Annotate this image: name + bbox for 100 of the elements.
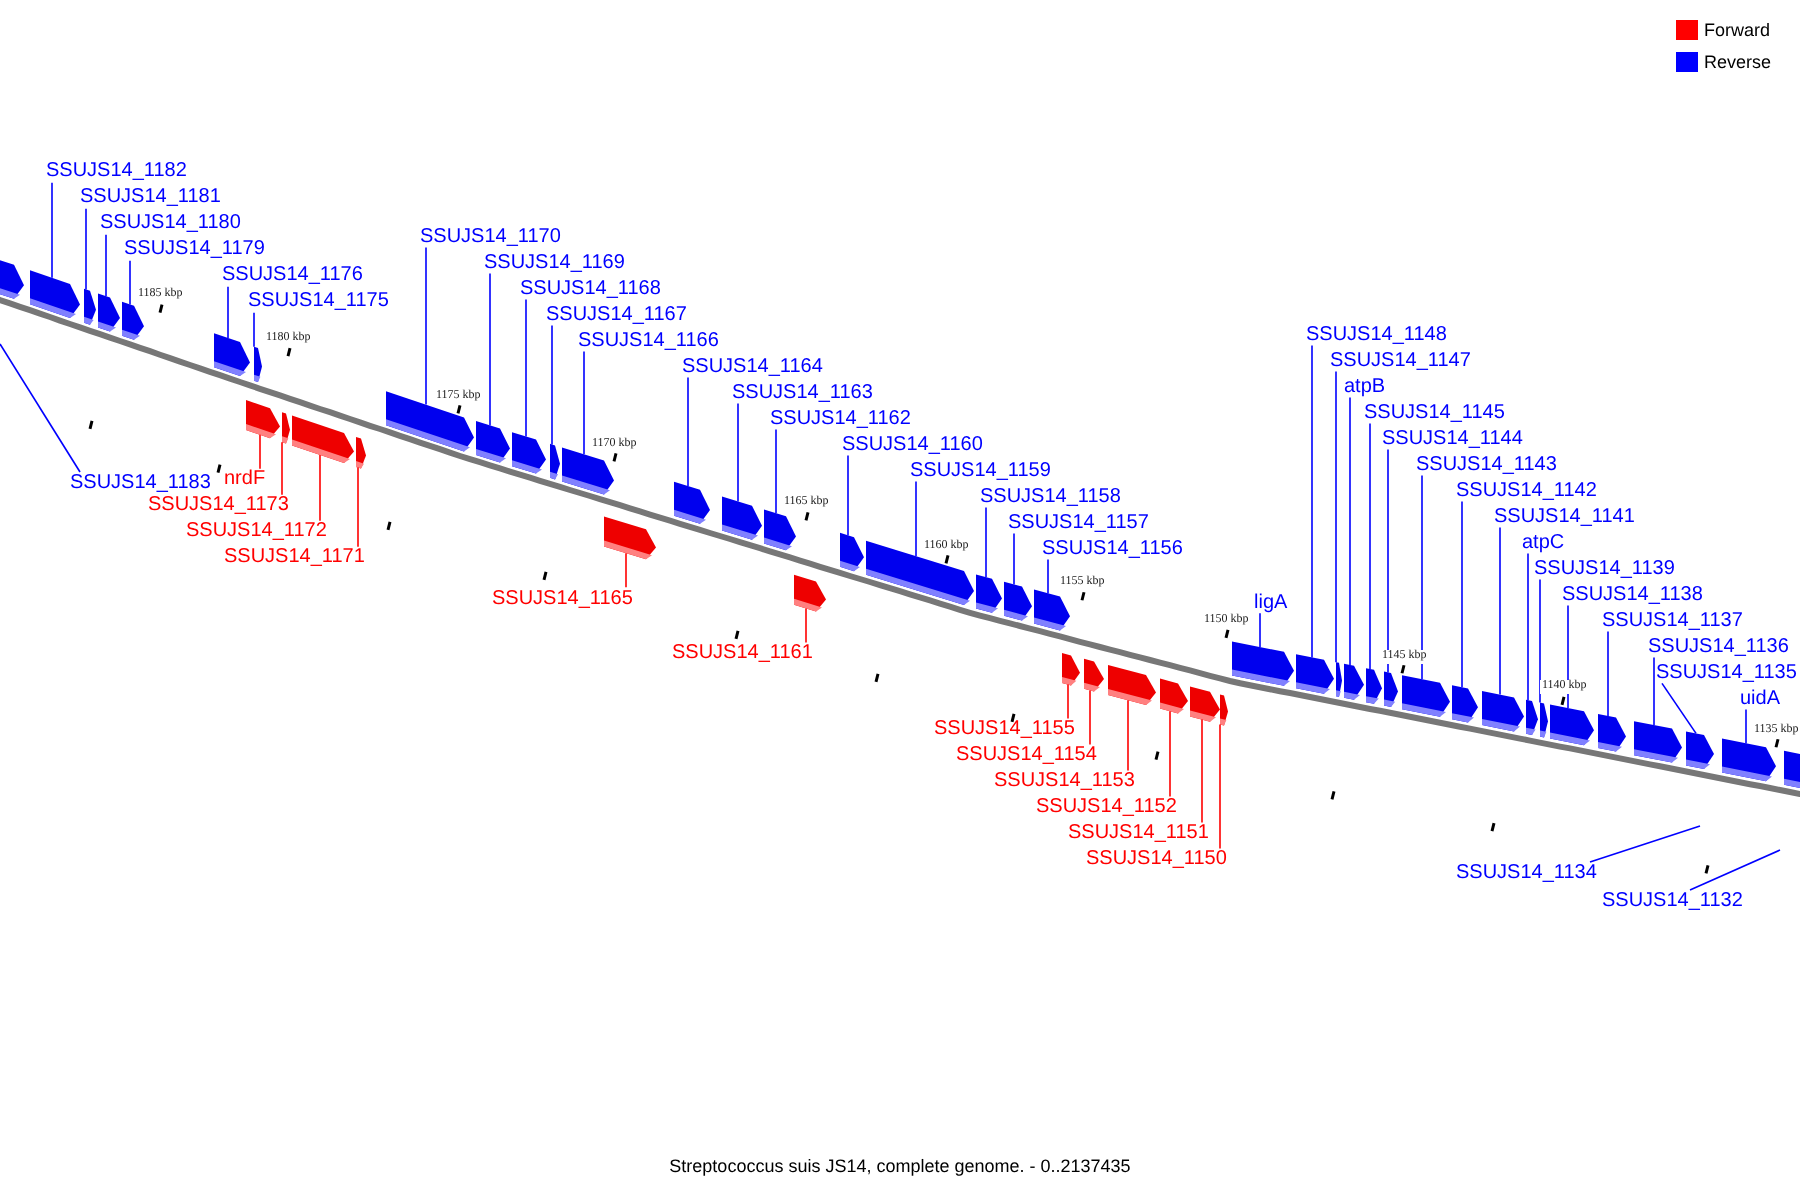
leader-line — [281, 441, 283, 496]
leader-line — [1169, 710, 1171, 798]
leader-line — [1421, 474, 1423, 680]
gene-feature — [976, 574, 1002, 613]
gene-label: atpC — [1522, 531, 1565, 554]
gene-label: SSUJS14_1143 — [1416, 453, 1557, 476]
gene-feature — [0, 257, 24, 299]
leader-line — [1369, 422, 1371, 670]
leader-line — [425, 246, 427, 406]
leader-line — [1589, 825, 1701, 863]
gene-label: SSUJS14_1181 — [80, 186, 221, 209]
leader-line — [1539, 578, 1541, 704]
gene-label: SSUJS14_1164 — [682, 355, 823, 378]
gene-feature — [1296, 654, 1334, 694]
leader-line — [0, 343, 81, 473]
leader-line — [985, 506, 987, 578]
leader-line — [105, 234, 107, 297]
gene-label: SSUJS14_1172 — [186, 520, 327, 543]
leader-line — [737, 402, 739, 503]
gene-feature — [866, 540, 974, 605]
gene-label: SSUJS14_1132 — [1602, 890, 1743, 912]
gene-feature — [1062, 653, 1080, 686]
gene-label: SSUJS14_1166 — [578, 329, 719, 352]
gene-label: ligA — [1254, 591, 1288, 614]
gene-label: SSUJS14_1169 — [484, 251, 625, 274]
leader-line — [259, 434, 261, 470]
gene-label: SSUJS14_1162 — [770, 407, 911, 430]
legend-label: Forward — [1704, 20, 1771, 40]
gene-feature — [604, 516, 656, 560]
leader-line — [625, 552, 627, 588]
gene-feature — [356, 437, 366, 469]
leader-line — [1259, 612, 1261, 648]
gene-feature — [282, 412, 290, 444]
gene-label: SSUJS14_1180 — [100, 212, 241, 235]
gene-feature — [1232, 641, 1294, 686]
gene-feature — [512, 432, 546, 474]
leader-line — [525, 298, 527, 438]
gene-label: SSUJS14_1142 — [1456, 479, 1597, 502]
gene-label: SSUJS14_1137 — [1602, 609, 1743, 632]
gene-feature — [550, 443, 560, 480]
leader-line — [847, 454, 849, 537]
gene-label: SSUJS14_1165 — [492, 587, 633, 610]
gene-label: SSUJS14_1135 — [1656, 661, 1797, 684]
gene-feature — [794, 574, 826, 612]
gene-label: SSUJS14_1153 — [994, 770, 1135, 793]
gene-label: SSUJS14_1168 — [520, 277, 661, 300]
gene-label: uidA — [1740, 687, 1781, 710]
gene-feature — [1722, 738, 1776, 782]
gene-label: SSUJS14_1158 — [980, 485, 1121, 508]
leader-line — [915, 480, 917, 557]
leader-line — [1311, 344, 1313, 659]
gene-feature — [1526, 699, 1538, 735]
gene-label: SSUJS14_1167 — [546, 303, 687, 326]
leader-line — [1661, 682, 1697, 735]
gene-label: SSUJS14_1183 — [70, 472, 211, 494]
leader-line — [489, 272, 491, 427]
leader-line — [1689, 849, 1781, 891]
gene-feature — [1336, 662, 1342, 697]
gene-label: SSUJS14_1171 — [224, 546, 365, 569]
leader-line — [51, 182, 53, 279]
gene-feature — [84, 288, 96, 325]
gene-label: SSUJS14_1152 — [1036, 796, 1177, 819]
gene-feature — [476, 421, 510, 463]
gene-feature — [1784, 750, 1800, 788]
gene-label: SSUJS14_1138 — [1562, 583, 1703, 606]
gene-feature — [254, 346, 262, 382]
gene-feature — [1634, 721, 1682, 763]
leader-line — [1567, 604, 1569, 709]
gene-feature — [1220, 694, 1228, 726]
leader-line — [319, 454, 321, 522]
gene-label: SSUJS14_1155 — [934, 718, 1075, 741]
gene-feature — [1540, 702, 1548, 738]
leader-line — [775, 428, 777, 514]
gene-feature — [1160, 678, 1188, 714]
leader-line — [1013, 532, 1015, 586]
leader-line — [583, 350, 585, 455]
gene-label: SSUJS14_1163 — [732, 381, 873, 404]
leader-line — [1607, 630, 1609, 717]
leader-line — [1527, 552, 1529, 701]
legend-label: Reverse — [1704, 52, 1772, 72]
gene-feature — [98, 293, 120, 332]
gene-feature — [1084, 658, 1104, 692]
gene-label: SSUJS14_1159 — [910, 459, 1051, 482]
caption: Streptococcus suis JS14, complete genome. - 0..2137435 — [669, 1156, 1131, 1176]
gene-feature — [674, 481, 710, 524]
gene-feature — [1384, 671, 1398, 707]
leader-line — [1499, 526, 1501, 696]
leader-line — [1745, 708, 1747, 745]
leader-line — [1127, 699, 1129, 772]
gene-label: SSUJS14_1175 — [248, 290, 389, 313]
leader-line — [1461, 500, 1463, 688]
gene-feature — [1108, 665, 1156, 705]
leader-line — [1047, 558, 1049, 595]
leader-line — [253, 312, 255, 348]
gene-label: SSUJS14_1141 — [1494, 505, 1635, 528]
gene-feature — [1598, 714, 1626, 752]
gene-label: SSUJS14_1156 — [1042, 537, 1183, 560]
leader-line — [1067, 683, 1069, 720]
leader-line — [687, 376, 689, 487]
gene-label: SSUJS14_1139 — [1534, 557, 1675, 580]
